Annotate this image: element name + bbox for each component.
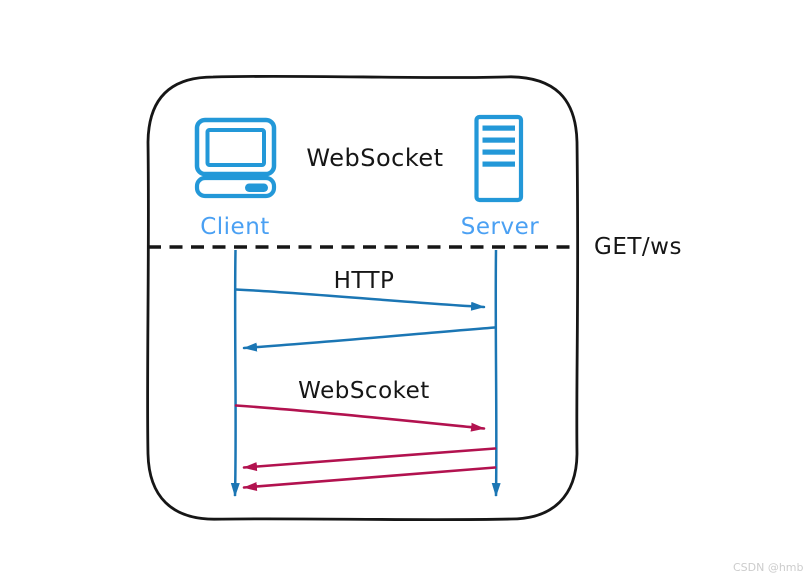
server-label: Server: [460, 214, 540, 240]
http-request-arrow: [234, 288, 486, 311]
diagram-border: [146, 74, 580, 522]
server-lifeline: [491, 249, 501, 497]
client-label: Client: [200, 214, 270, 240]
computer-base: [194, 175, 277, 199]
monitor-screen: [205, 128, 266, 167]
ws-message-arrow-1: [234, 404, 486, 432]
server-tower-icon: [474, 114, 524, 203]
websocket-section-label: WebScoket: [298, 378, 430, 404]
http-section-label: HTTP: [333, 268, 395, 294]
ws-message-arrow-2: [242, 447, 497, 472]
ws-message-arrow-3: [242, 466, 497, 492]
server-slot-1: [482, 125, 515, 131]
desktop-computer-icon: [194, 117, 277, 199]
http-response-arrow: [242, 326, 496, 352]
server-body: [474, 114, 524, 203]
client-lifeline: [230, 249, 240, 497]
server-slot-2: [482, 137, 515, 143]
server-slot-3: [482, 149, 515, 155]
server-slot-4: [482, 161, 515, 167]
monitor-frame: [194, 117, 277, 177]
watermark: CSDN @hmb 1: [732, 561, 808, 574]
boundary-label: GET/ws: [594, 234, 682, 260]
diagram-title: WebSocket: [306, 144, 444, 172]
computer-base-button: [245, 183, 268, 192]
